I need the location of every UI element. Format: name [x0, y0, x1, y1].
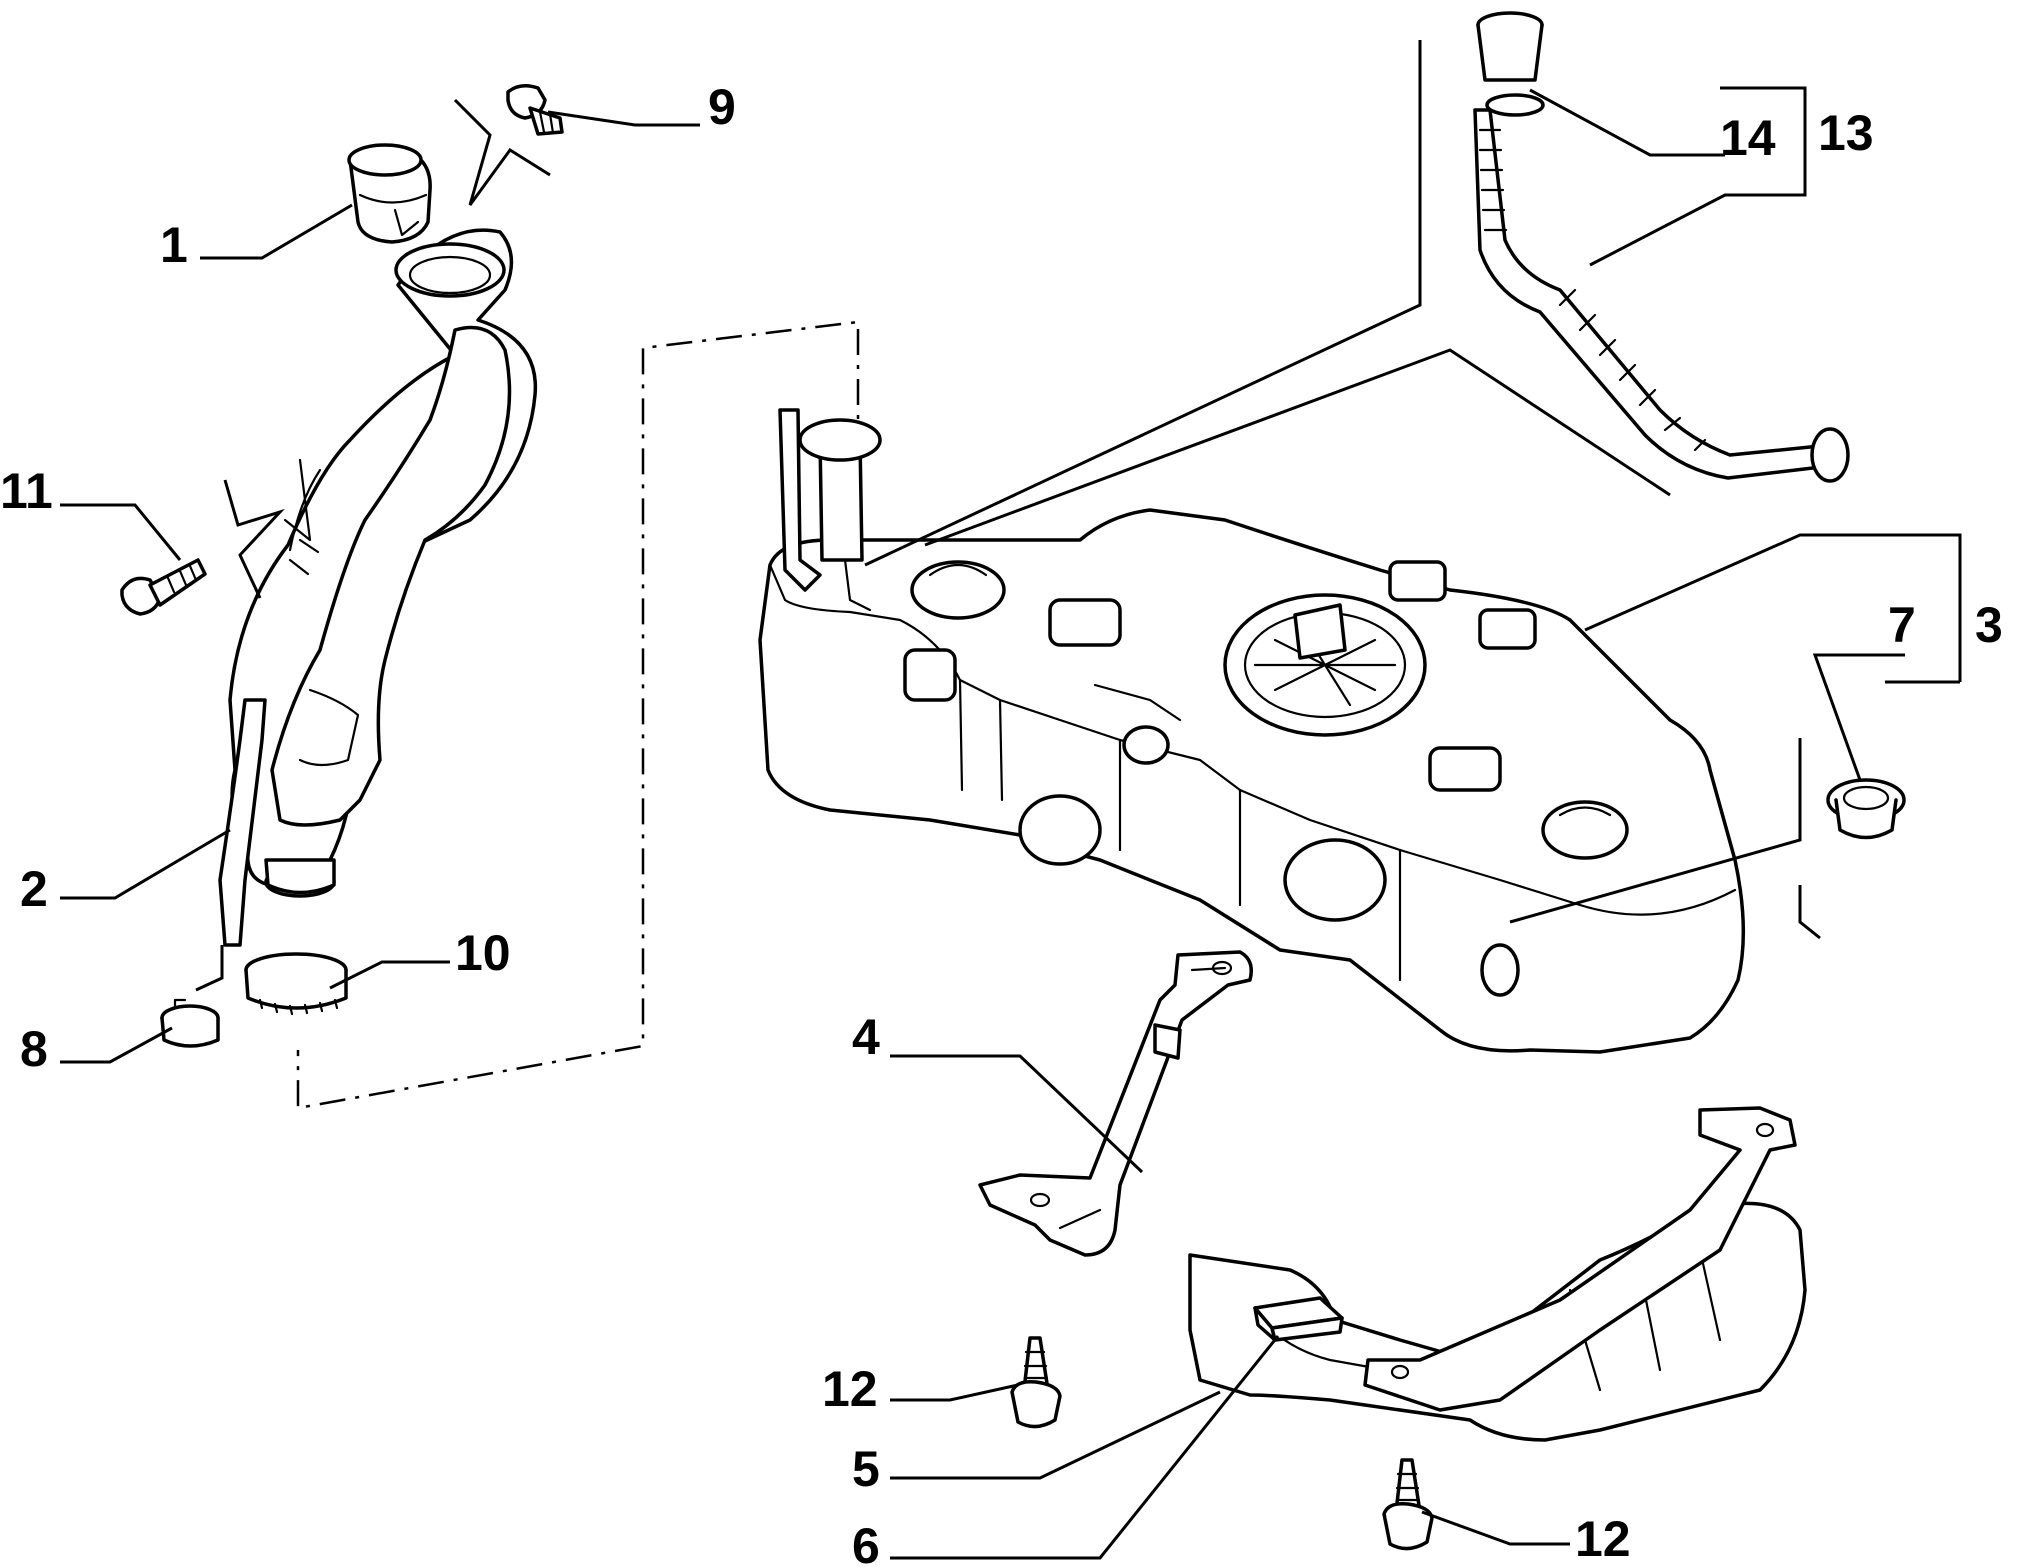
- clip-part: [1253, 1296, 1344, 1342]
- leader-line-9: [547, 110, 700, 127]
- bolt-part-11: [120, 558, 207, 616]
- leader-line-tank-vent: [924, 348, 1671, 547]
- small-clamp-part: [160, 998, 220, 1048]
- leader-line-grommet-7b: [1798, 885, 1821, 940]
- tank-strap-part: [978, 950, 1253, 1257]
- leader-line-5: [890, 1390, 1221, 1480]
- leader-line-12a: [890, 1383, 1019, 1402]
- callout-3: 3: [1975, 597, 2003, 653]
- leader-line-4: [890, 1054, 1144, 1174]
- fuel-tank-part: [758, 408, 1746, 1054]
- leader-line-cap: [453, 98, 551, 206]
- assembly-dash-line: [296, 320, 860, 1110]
- leader-line-13: [1589, 86, 1807, 267]
- leader-line-8-hose: [195, 945, 224, 992]
- leader-line-bolt11: [223, 479, 285, 599]
- callout-14: 14: [1720, 110, 1776, 166]
- callout-11: 11: [0, 463, 53, 519]
- heat-shield-part: [1188, 1106, 1807, 1442]
- bolt-part-12a: [1010, 1336, 1062, 1429]
- leader-line-6: [890, 1335, 1280, 1560]
- callout-5: 5: [852, 1441, 880, 1497]
- callout-12a: 12: [822, 1361, 878, 1417]
- callout-1: 1: [160, 217, 188, 273]
- callout-10: 10: [455, 925, 511, 981]
- callout-2: 2: [20, 861, 48, 917]
- large-clamp-part: [244, 952, 348, 1016]
- leader-line-11: [60, 503, 182, 561]
- leader-line-10: [329, 960, 450, 990]
- callout-6: 6: [852, 1518, 880, 1567]
- leader-line-12b: [1421, 1510, 1570, 1546]
- callout-4: 4: [852, 1009, 880, 1065]
- leader-line-grommet-7: [1509, 738, 1802, 924]
- callout-7: 7: [1888, 597, 1916, 653]
- filler-neck-part: [218, 228, 538, 947]
- bolt-part-12b: [1382, 1458, 1434, 1551]
- leader-line-3: [1584, 533, 1962, 682]
- callout-13: 13: [1818, 105, 1874, 161]
- callout-9: 9: [708, 79, 736, 135]
- screw-part-9: [506, 84, 564, 136]
- filler-cap-part: [347, 143, 432, 244]
- leader-line-14: [1529, 88, 1725, 157]
- grommet-part: [1826, 778, 1906, 840]
- leader-line-7: [1812, 653, 1905, 781]
- callout-8: 8: [20, 1021, 48, 1077]
- leader-line-8: [60, 1026, 173, 1064]
- callout-12b: 12: [1575, 1511, 1631, 1567]
- leader-line-tank-top: [864, 40, 1422, 567]
- leader-line-2: [60, 828, 231, 900]
- vent-hose-part: [1473, 11, 1850, 483]
- leader-line-1: [200, 203, 353, 260]
